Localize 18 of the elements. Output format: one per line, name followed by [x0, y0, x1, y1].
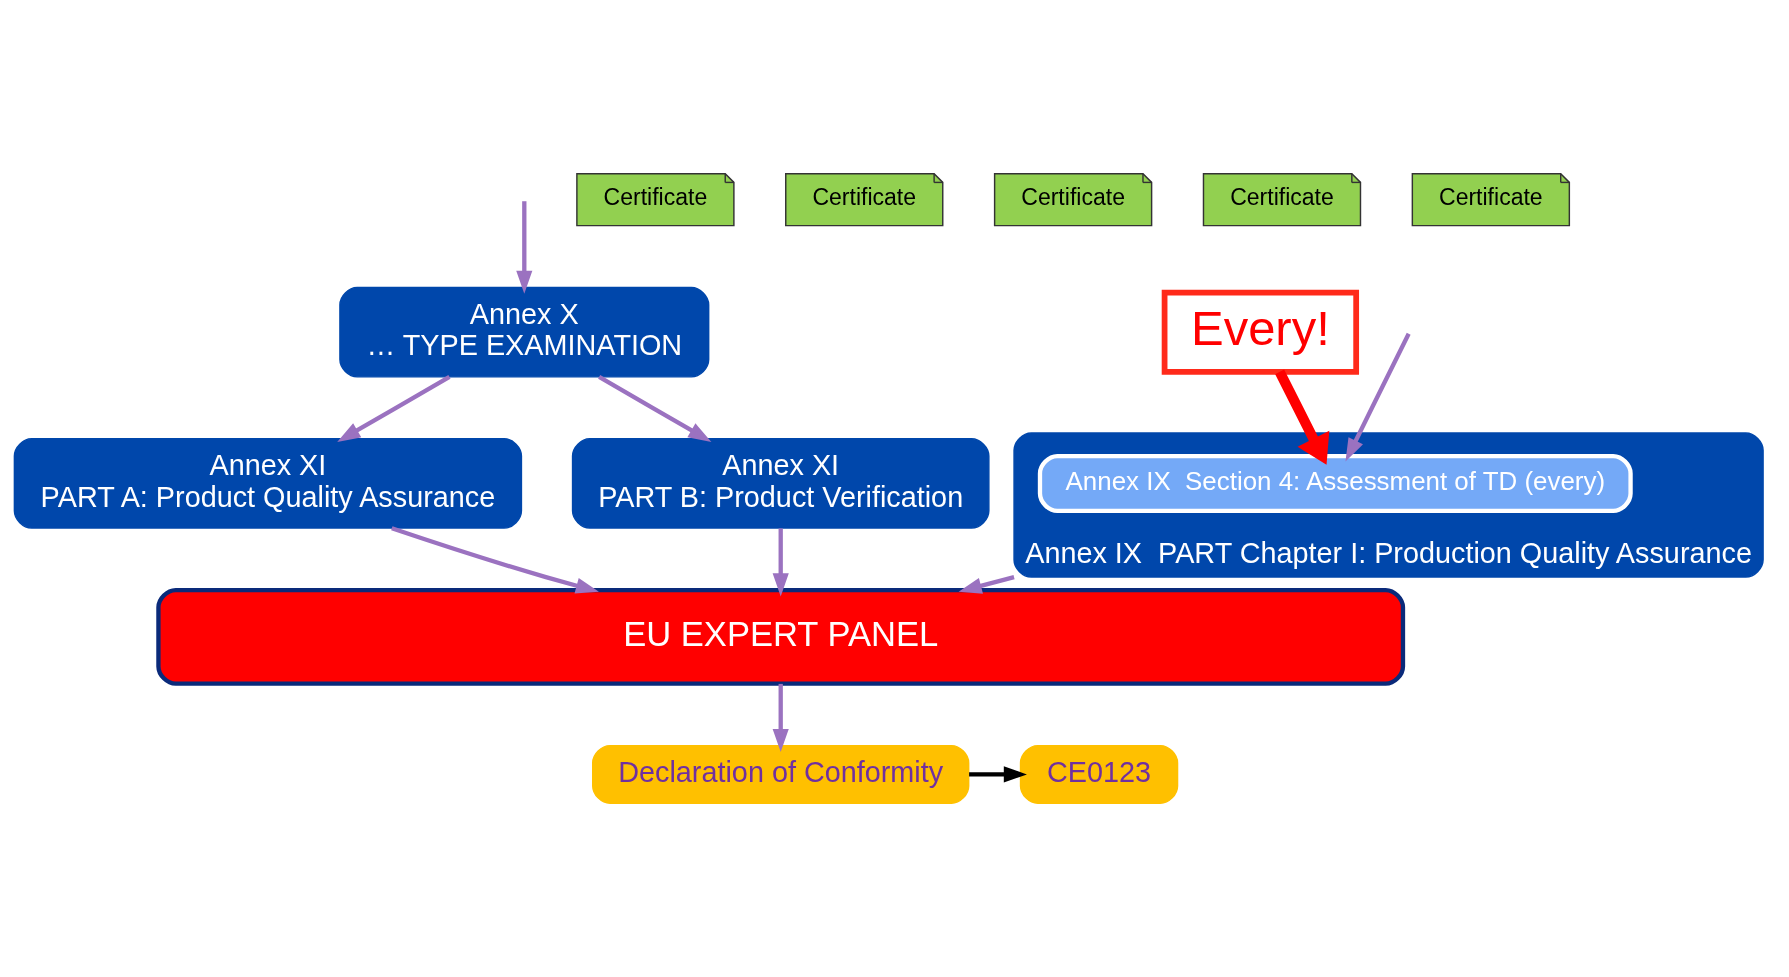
arrow	[1275, 369, 1330, 465]
node-box: Annex XI PART B: Product Verification	[571, 438, 990, 529]
node-box: Annex IX Section 4: Assessment of TD (every)	[1037, 453, 1633, 513]
node-box: Every!	[1161, 289, 1360, 375]
node-box: EU EXPERT PANEL	[156, 587, 1406, 686]
node-box: Declaration of Conformity	[592, 744, 970, 804]
node-box: Annex X … TYPE EXAMINATION	[339, 286, 710, 378]
arrow	[969, 766, 1027, 783]
arrow	[958, 575, 1015, 594]
arrow	[772, 683, 789, 753]
arrow	[516, 201, 533, 294]
arrow	[772, 528, 789, 597]
arrow	[391, 526, 599, 594]
node-box: CE0123	[1019, 744, 1179, 804]
arrow	[337, 375, 451, 442]
node-box: Annex XI PART A: Product Quality Assurance	[13, 438, 523, 529]
arrow	[1345, 332, 1411, 462]
arrow	[598, 375, 712, 442]
